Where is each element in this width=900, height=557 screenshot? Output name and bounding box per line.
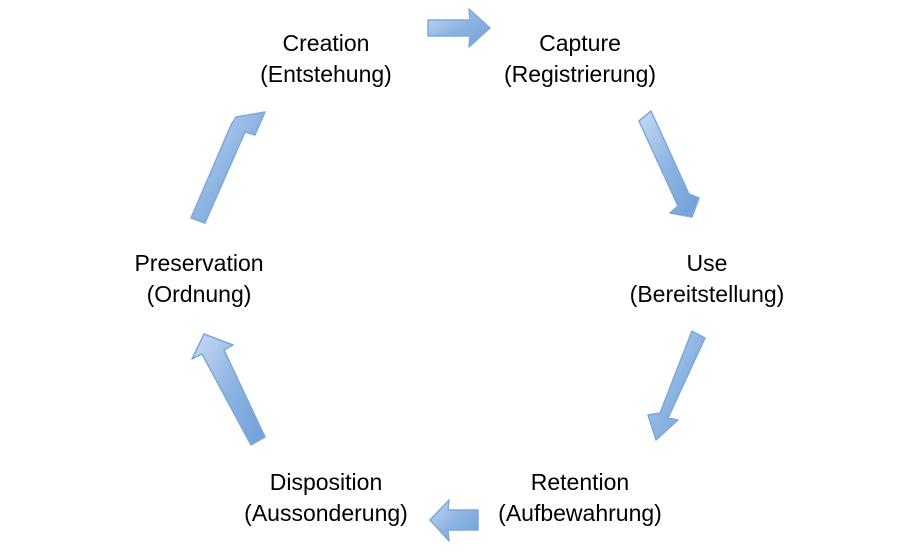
arrow-retention-to-disposition [429, 499, 479, 542]
stage-use-translation: (Bereitstellung) [629, 281, 785, 307]
stage-use-name: Use [686, 250, 728, 276]
stage-retention: Retention (Aufbewahrung) [450, 467, 710, 529]
arrow-use-to-retention [647, 330, 706, 441]
stage-capture-name: Capture [539, 30, 621, 56]
arrow-disposition-to-preservation [191, 333, 266, 446]
arrow-preservation-to-creation [190, 111, 266, 224]
stage-preservation: Preservation (Ordnung) [69, 248, 329, 310]
stage-use: Use (Bereitstellung) [577, 248, 837, 310]
stage-capture-translation: (Registrierung) [503, 61, 657, 87]
stage-preservation-translation: (Ordnung) [146, 281, 252, 307]
stage-retention-translation: (Aufbewahrung) [498, 500, 662, 526]
stage-creation: Creation (Entstehung) [196, 28, 456, 90]
stage-retention-name: Retention [530, 469, 630, 495]
stage-disposition-translation: (Aussonderung) [244, 500, 408, 526]
arrow-capture-to-use [638, 110, 700, 218]
stage-preservation-name: Preservation [134, 250, 264, 276]
stage-disposition: Disposition (Aussonderung) [196, 467, 456, 529]
stage-disposition-name: Disposition [269, 469, 383, 495]
stage-creation-name: Creation [282, 30, 370, 56]
stage-capture: Capture (Registrierung) [450, 28, 710, 90]
arrow-creation-to-capture [427, 8, 491, 48]
stage-creation-translation: (Entstehung) [260, 61, 392, 87]
